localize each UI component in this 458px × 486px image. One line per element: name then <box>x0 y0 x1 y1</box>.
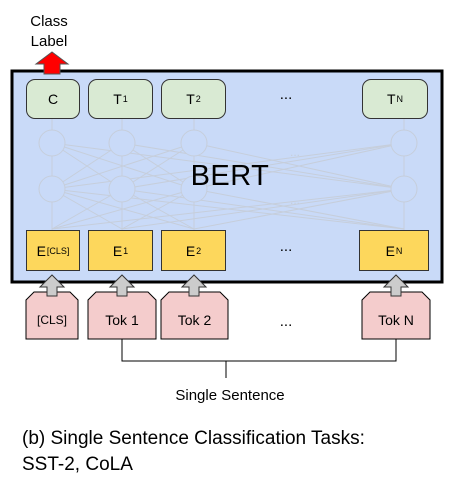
class-label-line1: Class <box>30 13 68 30</box>
class-arrow <box>34 51 70 75</box>
embedding-2-sub: 2 <box>196 245 202 256</box>
input-token-n: Tok N <box>378 311 414 328</box>
caption-line2: SST-2, CoLA <box>22 454 133 475</box>
class-label-line2: Label <box>30 33 68 50</box>
svg-text:...: ... <box>290 193 300 207</box>
embedding-cls-sub: [CLS] <box>46 245 70 256</box>
class-label: Class Label <box>22 12 76 52</box>
output-token-t2-sub: 2 <box>195 94 201 104</box>
input-token-1: Tok 1 <box>105 311 139 328</box>
sentence-bracket <box>121 339 397 362</box>
input-token-cls: [CLS] <box>36 312 67 327</box>
output-token-t1-label: T <box>113 91 122 107</box>
output-token-tn-sub: N <box>396 94 404 104</box>
output-ellipsis: ... <box>279 86 293 103</box>
input-token-shapes <box>25 291 431 340</box>
embedding-cls: E[CLS] <box>26 230 80 271</box>
bert-label: BERT <box>190 160 270 192</box>
embedding-1-sub: 1 <box>123 245 129 256</box>
output-token-tn-label: T <box>386 91 396 107</box>
embedding-1-label: E <box>112 242 123 259</box>
figure-caption: (b) Single Sentence Classification Tasks… <box>22 426 365 478</box>
input-ellipsis: ... <box>279 313 293 330</box>
output-token-c: C <box>26 79 80 119</box>
input-token-2: Tok 2 <box>177 311 212 328</box>
single-sentence-label: Single Sentence <box>175 387 285 404</box>
output-token-t1-sub: 1 <box>122 94 128 104</box>
svg-text:...: ... <box>290 145 300 159</box>
output-token-t2-label: T <box>186 91 195 107</box>
hidden-layers: ... ... <box>38 117 418 230</box>
embedding-n-sub: N <box>395 245 403 256</box>
input-arrows <box>38 274 410 297</box>
output-token-c-label: C <box>47 91 59 107</box>
embedding-n-label: E <box>385 242 395 259</box>
caption-line1: (b) Single Sentence Classification Tasks… <box>22 428 365 449</box>
embedding-ellipsis: ... <box>279 238 293 255</box>
embedding-2-label: E <box>185 242 196 259</box>
embedding-cls-label: E <box>36 242 46 259</box>
